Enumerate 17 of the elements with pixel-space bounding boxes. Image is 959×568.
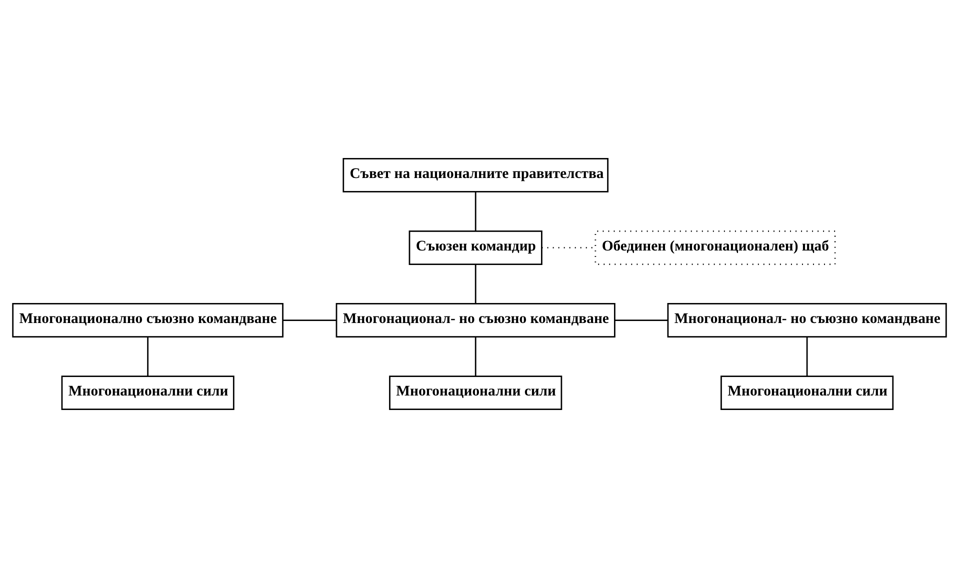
node-box: Съюзен командир xyxy=(408,230,542,265)
connector xyxy=(806,336,808,376)
connector xyxy=(282,320,336,321)
node-box: Многонационални сили xyxy=(720,376,894,410)
node-box: Многонационал- но съюзно командване xyxy=(667,303,947,338)
connector xyxy=(474,336,476,376)
node-box: Съвет на националните правителства xyxy=(342,158,608,192)
connector xyxy=(474,192,476,232)
node-box: Многонационално съюзно командване xyxy=(12,303,284,338)
node-box: Многонационални сили xyxy=(389,376,562,410)
node-box: Обединен (многонационален) щаб xyxy=(594,230,836,265)
connector xyxy=(474,264,476,304)
connector xyxy=(542,247,596,248)
node-box: Многонационални сили xyxy=(61,376,234,410)
node-box: Многонационал- но съюзно командване xyxy=(336,303,616,338)
connector xyxy=(614,320,668,321)
connector xyxy=(147,336,148,376)
